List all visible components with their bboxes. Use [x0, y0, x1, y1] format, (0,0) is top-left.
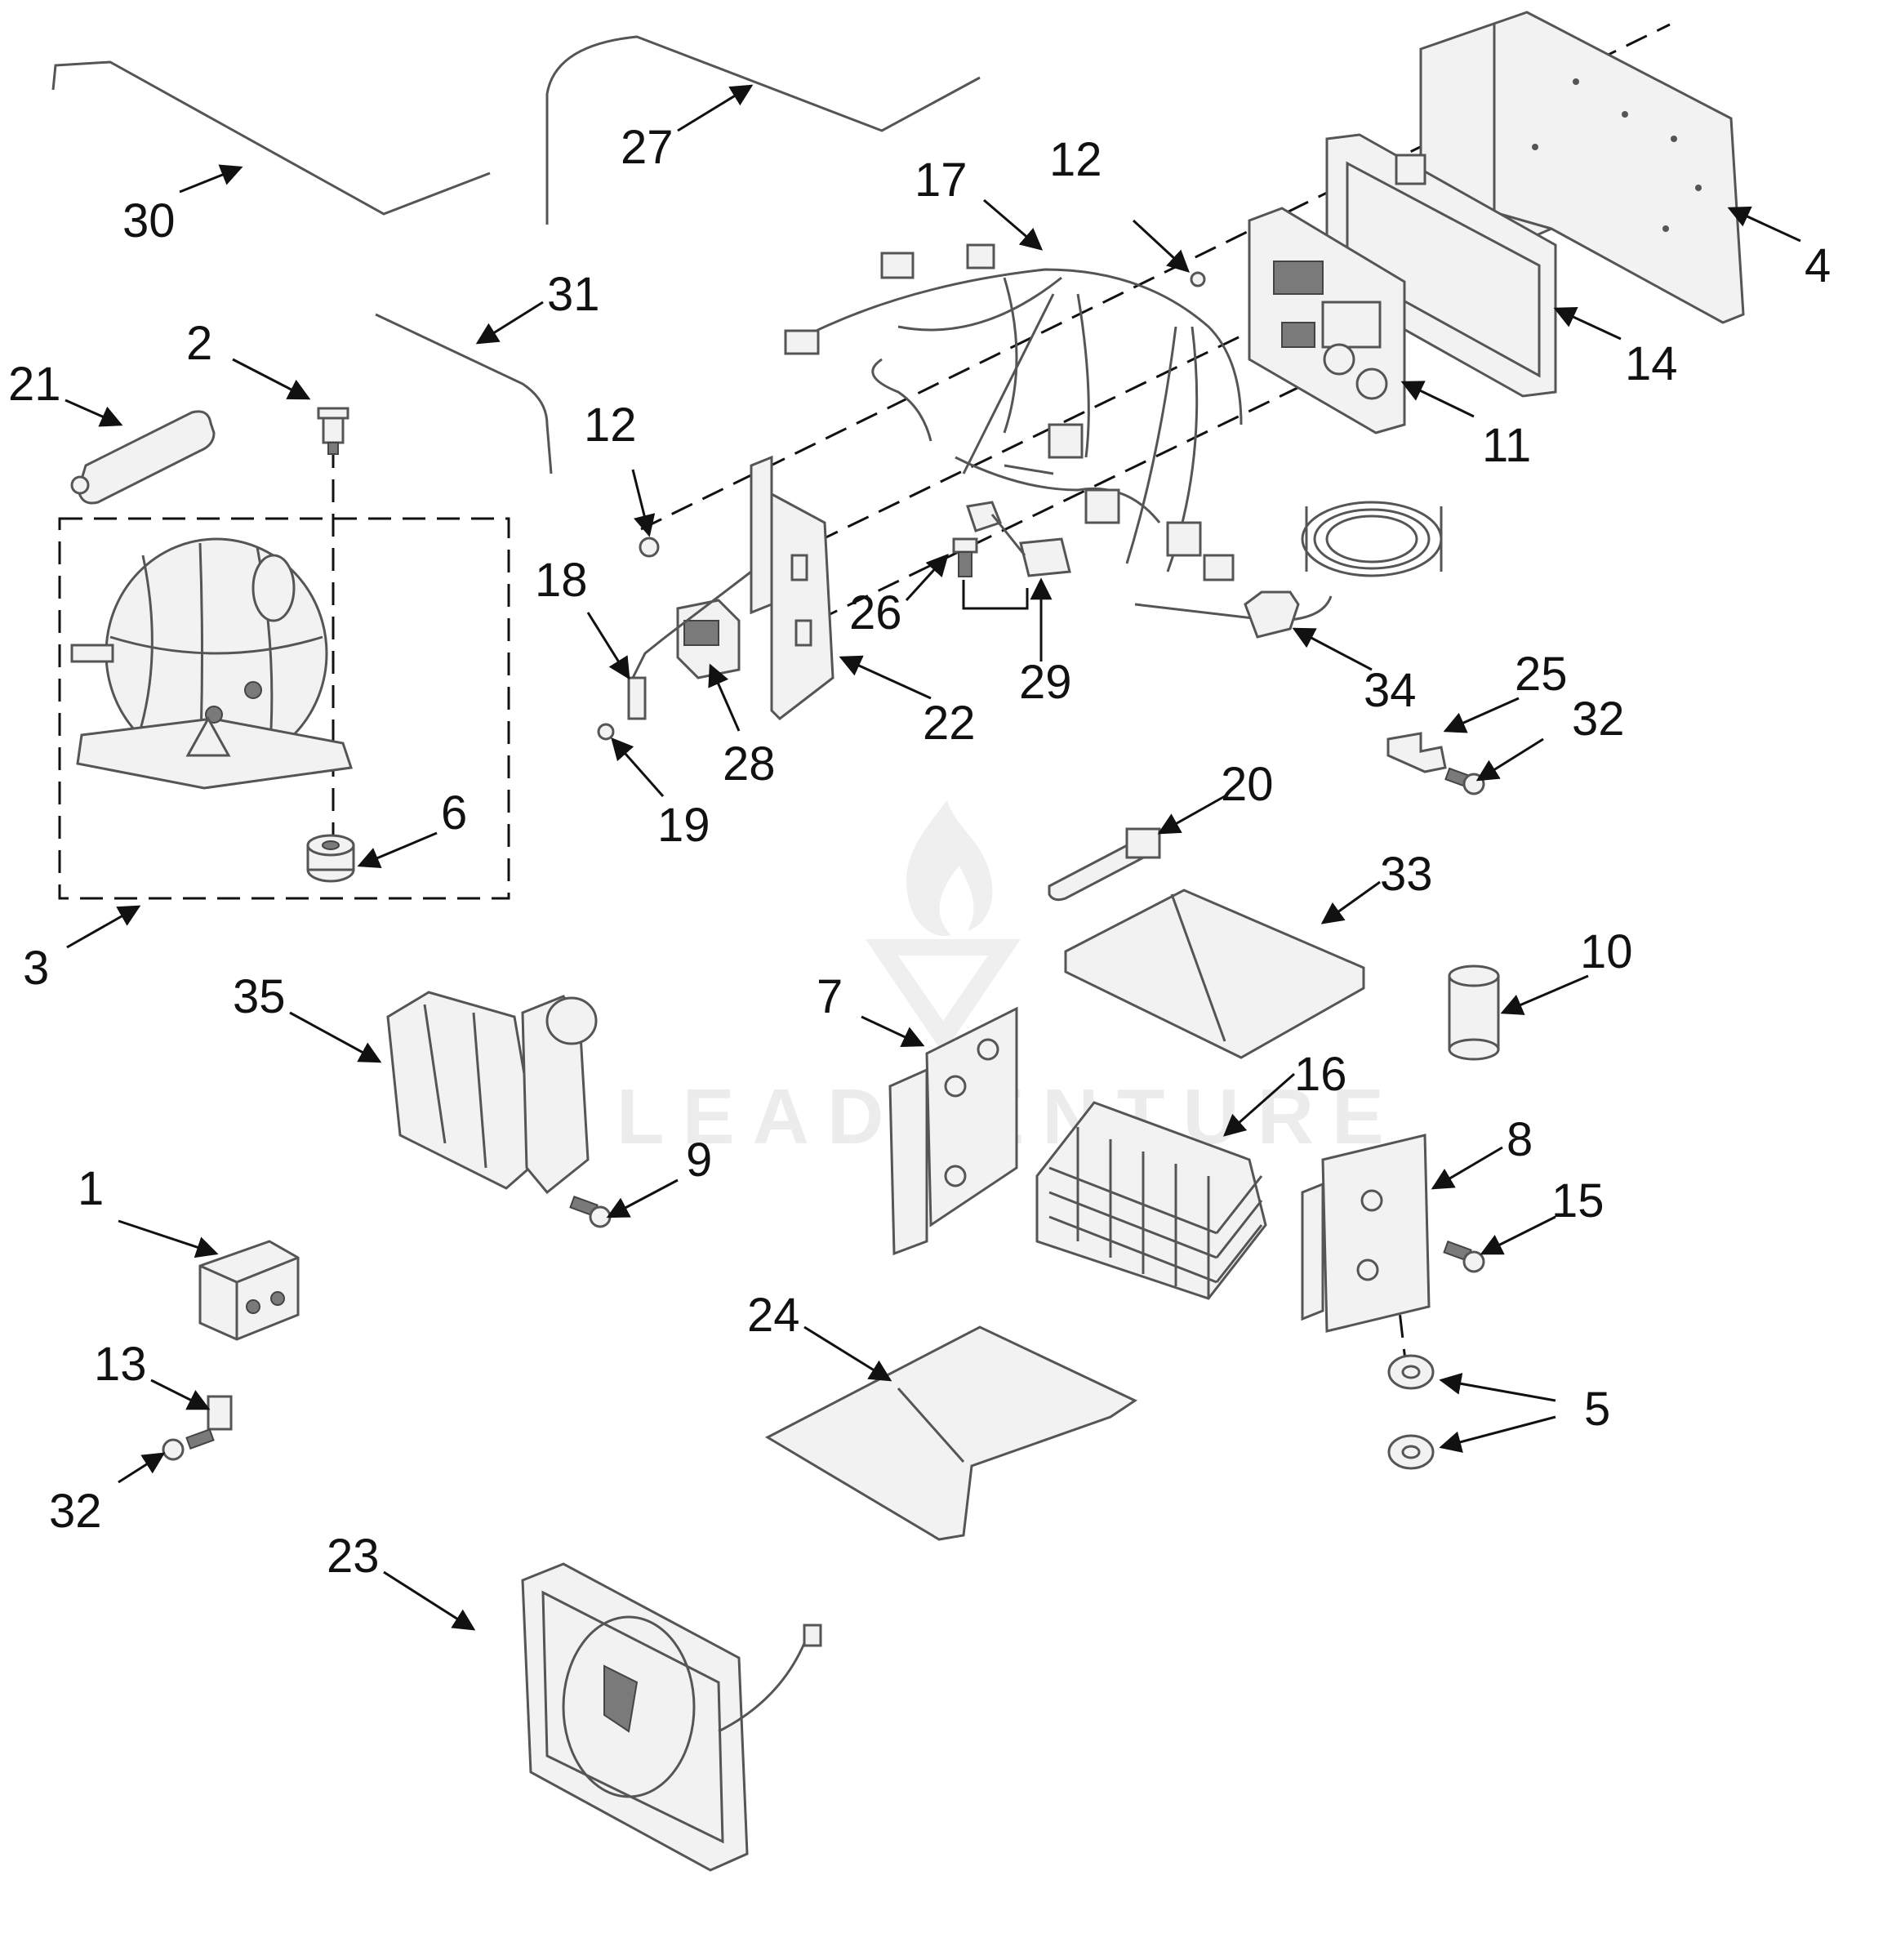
- callout-25: 25: [1515, 648, 1568, 701]
- start-relay-part-1: [198, 1240, 300, 1341]
- bolt-part-26: [952, 537, 978, 577]
- tube-part-31: [375, 313, 553, 474]
- cylinder-part-10: [1448, 964, 1500, 1061]
- screw-part-12-top: [1190, 271, 1206, 287]
- drier-part-21: [70, 410, 216, 505]
- callout-15: 15: [1551, 1174, 1604, 1227]
- callout-12-left: 12: [584, 399, 637, 452]
- callout-13: 13: [94, 1338, 147, 1391]
- callout-31: 31: [547, 268, 600, 321]
- callout-11: 11: [1482, 419, 1531, 472]
- callout-32-left: 32: [49, 1485, 102, 1538]
- callout-19: 19: [657, 799, 710, 852]
- wire-harness-part-17: [784, 243, 1243, 581]
- shield-part-24: [764, 1325, 1138, 1541]
- callout-32-right: 32: [1572, 693, 1625, 746]
- callout-22: 22: [923, 697, 976, 750]
- tube-part-30: [51, 60, 491, 216]
- screw-part-32-right: [1444, 767, 1485, 795]
- callout-28: 28: [723, 737, 776, 791]
- callout-21: 21: [8, 358, 61, 411]
- switch-part-28: [676, 599, 741, 679]
- callout-26: 26: [849, 586, 902, 639]
- callout-3: 3: [23, 942, 49, 995]
- callout-34: 34: [1364, 664, 1417, 717]
- callout-1: 1: [78, 1162, 104, 1215]
- compressor-part-3: [70, 537, 353, 790]
- callout-33: 33: [1380, 848, 1433, 901]
- grommet-part-6: [306, 834, 355, 883]
- callout-arrows: [65, 84, 1801, 1631]
- housing-part-35: [386, 991, 598, 1195]
- callout-18: 18: [535, 554, 588, 607]
- cable-tie-part-20: [1048, 827, 1161, 902]
- callout-9: 9: [686, 1134, 712, 1187]
- fan-assembly-part-23: [521, 1562, 822, 1872]
- grommets-part-5: [1387, 1354, 1435, 1470]
- callout-8: 8: [1507, 1113, 1533, 1166]
- sensor-part-18: [627, 570, 752, 720]
- callout-23: 23: [327, 1530, 380, 1583]
- screw-part-32-left: [162, 1428, 215, 1461]
- callout-16: 16: [1294, 1048, 1347, 1101]
- bracket-part-7: [888, 1006, 1018, 1256]
- callout-17: 17: [915, 154, 968, 207]
- callout-5: 5: [1584, 1383, 1610, 1436]
- clip-part-13: [207, 1395, 233, 1431]
- callout-labels: 30 27 31 21 2 3 6 17 12 4 14 11 12 18 26…: [8, 121, 1831, 1583]
- control-board-part-11: [1248, 207, 1406, 434]
- watermark-flame-icon: [906, 800, 993, 937]
- bolt-part-2: [317, 407, 349, 455]
- shield-part-33: [1064, 889, 1365, 1059]
- callout-6: 6: [441, 786, 467, 840]
- compressor-group-box: [58, 517, 510, 900]
- defrost-heater-part-34: [1134, 501, 1443, 639]
- evaporator-coil-part-16: [1035, 1101, 1267, 1300]
- bracket-part-22: [750, 455, 835, 720]
- callout-2: 2: [186, 317, 212, 370]
- watermark-v-icon: [866, 939, 1021, 1054]
- callout-35: 35: [233, 970, 286, 1023]
- callout-4: 4: [1805, 239, 1831, 292]
- screw-part-15: [1443, 1241, 1485, 1273]
- relay-part-29: [966, 501, 1071, 577]
- callout-14: 14: [1625, 337, 1678, 390]
- callout-20: 20: [1221, 758, 1274, 811]
- callout-10: 10: [1580, 925, 1633, 978]
- tube-part-27: [545, 35, 981, 225]
- clip-part-25: [1386, 732, 1447, 773]
- bracket-part-8: [1301, 1134, 1431, 1333]
- callout-27: 27: [621, 121, 674, 174]
- callout-7: 7: [817, 970, 843, 1023]
- bracket-line-26-29: [962, 580, 1029, 610]
- screw-part-12-left: [639, 537, 660, 558]
- callout-24: 24: [747, 1289, 800, 1342]
- screw-part-19: [597, 723, 615, 741]
- callout-29: 29: [1019, 656, 1072, 709]
- callout-30: 30: [122, 194, 176, 247]
- screw-part-9: [569, 1196, 612, 1228]
- callout-12-top: 12: [1049, 133, 1102, 186]
